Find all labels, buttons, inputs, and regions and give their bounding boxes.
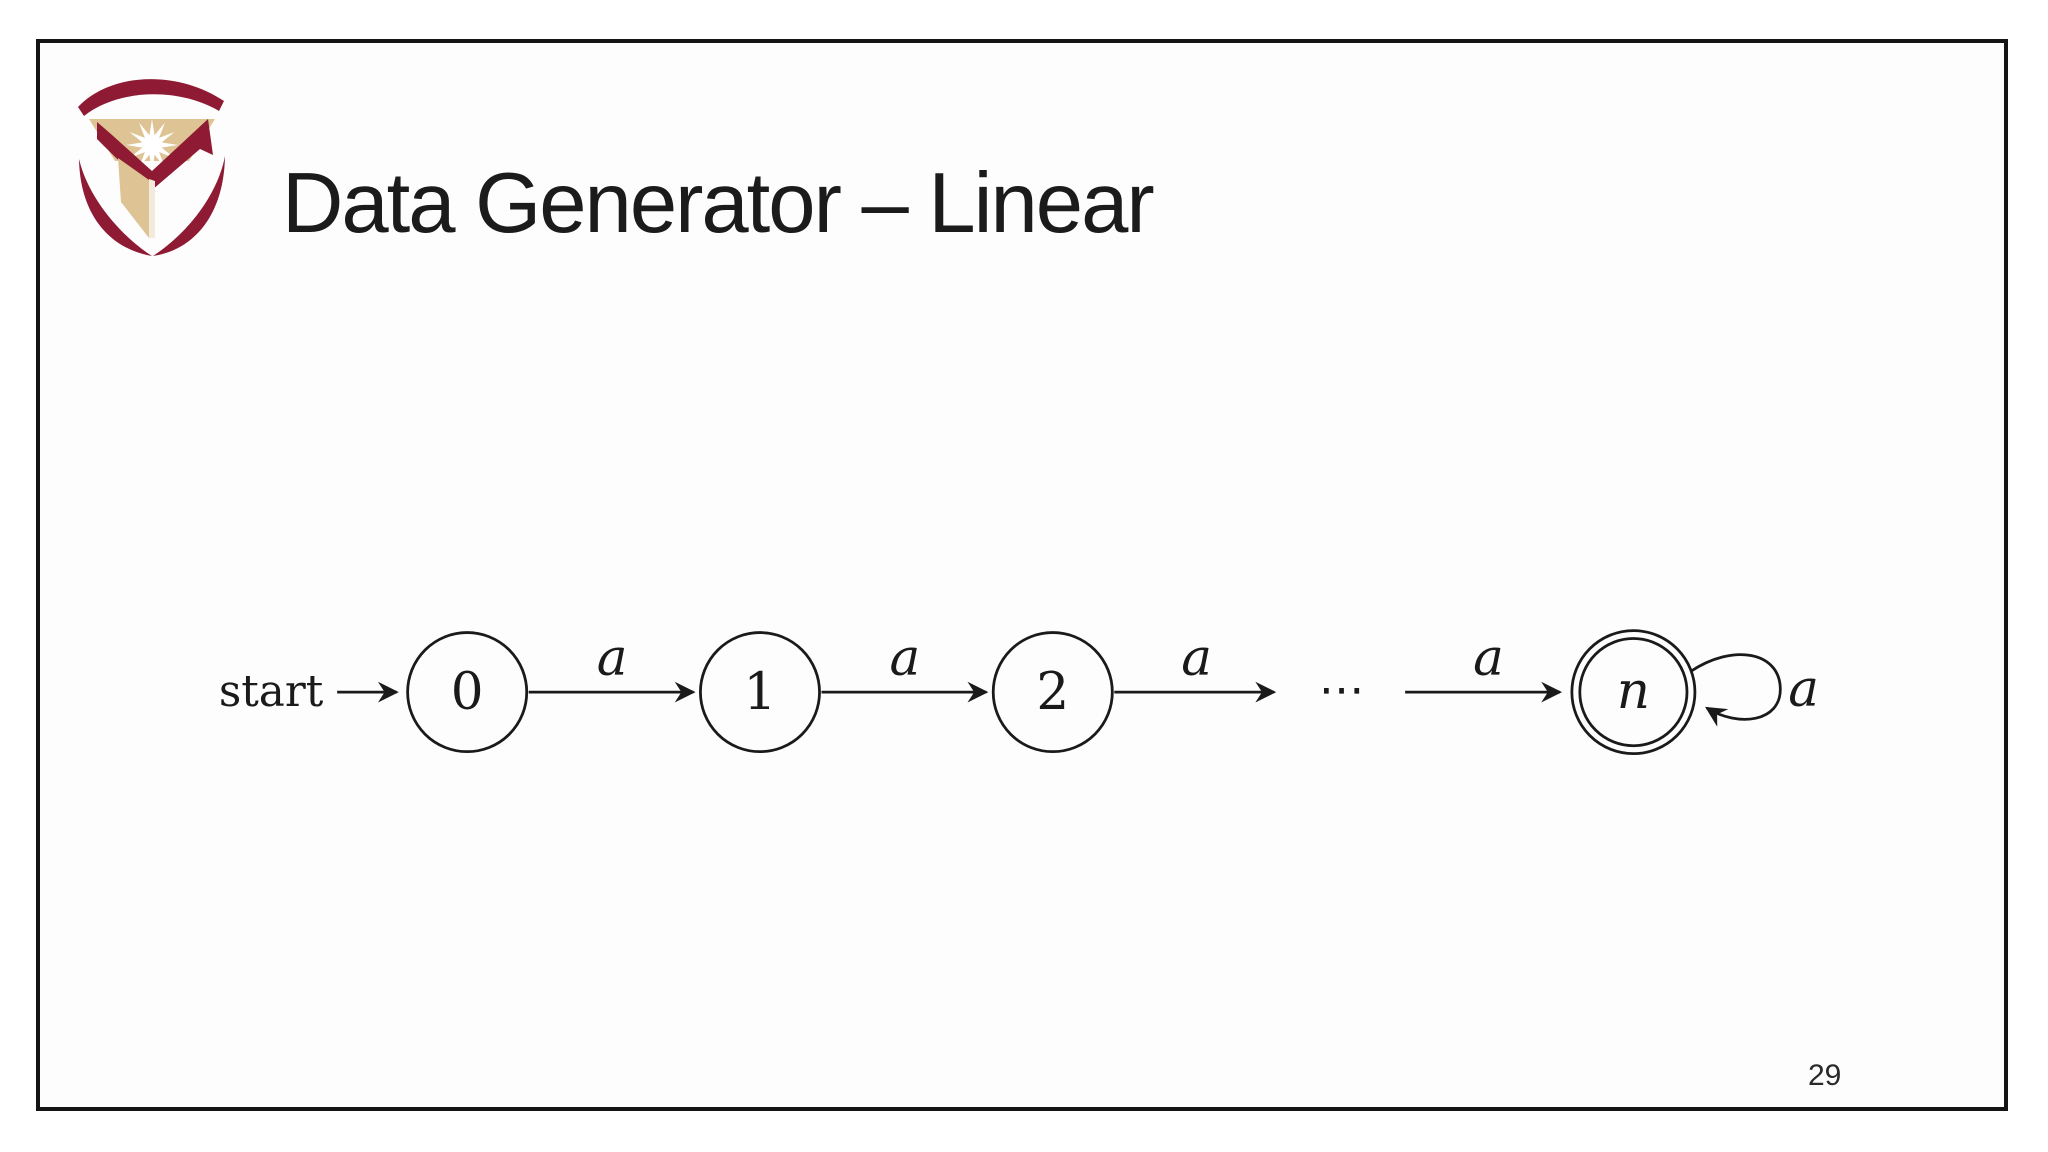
self-loop-arrow <box>1690 653 1782 727</box>
slide-title: Data Generator – Linear <box>282 156 1155 251</box>
transition-label-0-1: a <box>597 628 628 688</box>
university-logo <box>78 79 225 256</box>
state-label-n: n <box>1617 661 1650 721</box>
logo-chevron <box>97 119 213 190</box>
page-number: 29 <box>1808 1059 1842 1092</box>
state-node-2 <box>991 631 1114 754</box>
state-label-2: 2 <box>1036 662 1069 722</box>
state-node-1 <box>699 631 821 754</box>
logo-sunburst-icon <box>126 119 178 171</box>
transition-label-1-2: a <box>889 628 920 688</box>
slide-frame: Data Generator – Linear start 0 a 1 a <box>36 39 2008 1111</box>
transition-label-dots-n: a <box>1473 628 1504 688</box>
ellipsis-label: ⋯ <box>1319 663 1365 716</box>
logo-right-swoosh <box>153 156 225 256</box>
logo-book-spine <box>149 179 155 238</box>
automaton-diagram: start 0 a 1 a 2 a ⋯ a <box>219 628 1819 756</box>
start-label: start <box>219 666 324 717</box>
logo-top-swoosh <box>78 79 224 116</box>
state-node-0 <box>406 631 529 754</box>
state-label-1: 1 <box>744 662 777 722</box>
logo-left-swoosh <box>79 159 152 256</box>
state-label-0: 0 <box>451 662 484 722</box>
self-loop-label: a <box>1788 659 1819 719</box>
accepting-state-ring <box>1578 637 1689 748</box>
logo-book-page <box>118 158 149 238</box>
transition-label-2-dots: a <box>1181 628 1212 688</box>
